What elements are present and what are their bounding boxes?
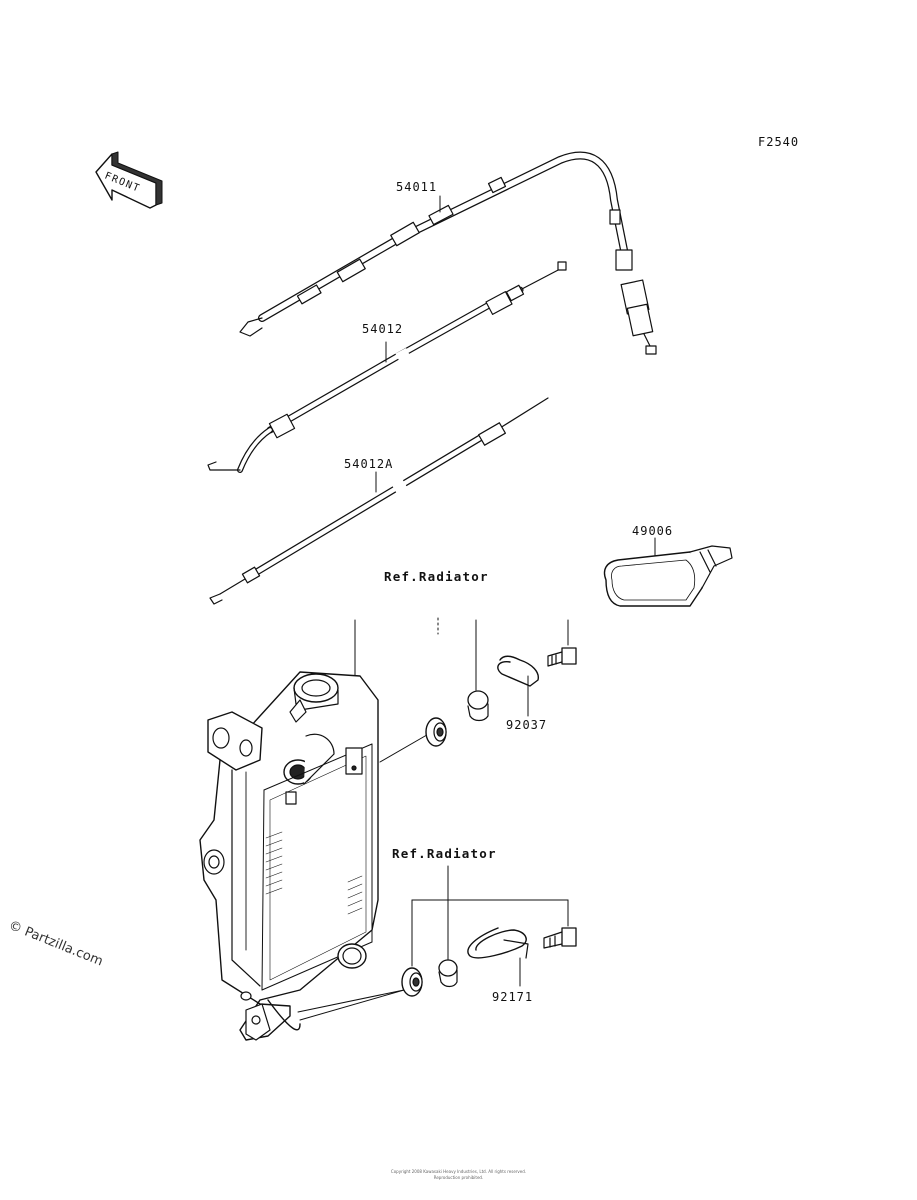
front-arrow-icon: FRONT xyxy=(96,152,162,208)
ref-radiator-upper[interactable]: Ref.Radiator xyxy=(384,569,489,584)
collar-lower xyxy=(439,960,457,987)
grommet-upper xyxy=(426,718,446,746)
part-number-92171[interactable]: 92171 xyxy=(492,990,534,1004)
bolt-lower xyxy=(544,928,576,948)
clamp-92171 xyxy=(468,928,528,958)
grommet-lower xyxy=(402,968,422,996)
bolt-upper xyxy=(548,648,576,666)
part-number-54012a[interactable]: 54012A xyxy=(344,457,394,471)
throttle-cable-54012a xyxy=(210,398,548,604)
part-number-49006[interactable]: 49006 xyxy=(632,524,674,538)
collar-upper xyxy=(468,691,488,721)
guard-49006 xyxy=(605,546,733,606)
radiator-reference xyxy=(200,672,378,1040)
throttle-cable-54012 xyxy=(208,262,566,470)
part-number-54012[interactable]: 54012 xyxy=(362,322,404,336)
footer-notice: Reproduction prohibited. xyxy=(433,1175,484,1180)
clamp-92037 xyxy=(498,656,538,686)
leader-lines xyxy=(298,196,655,1020)
figure-code: F2540 xyxy=(758,135,800,149)
part-number-92037[interactable]: 92037 xyxy=(506,718,548,732)
clutch-cable-54011 xyxy=(240,156,656,354)
part-number-54011[interactable]: 54011 xyxy=(396,180,438,194)
ref-radiator-lower[interactable]: Ref.Radiator xyxy=(392,846,497,861)
footer-copyright: Copyright 2008 Kawasaki Heavy Industries… xyxy=(390,1169,527,1174)
